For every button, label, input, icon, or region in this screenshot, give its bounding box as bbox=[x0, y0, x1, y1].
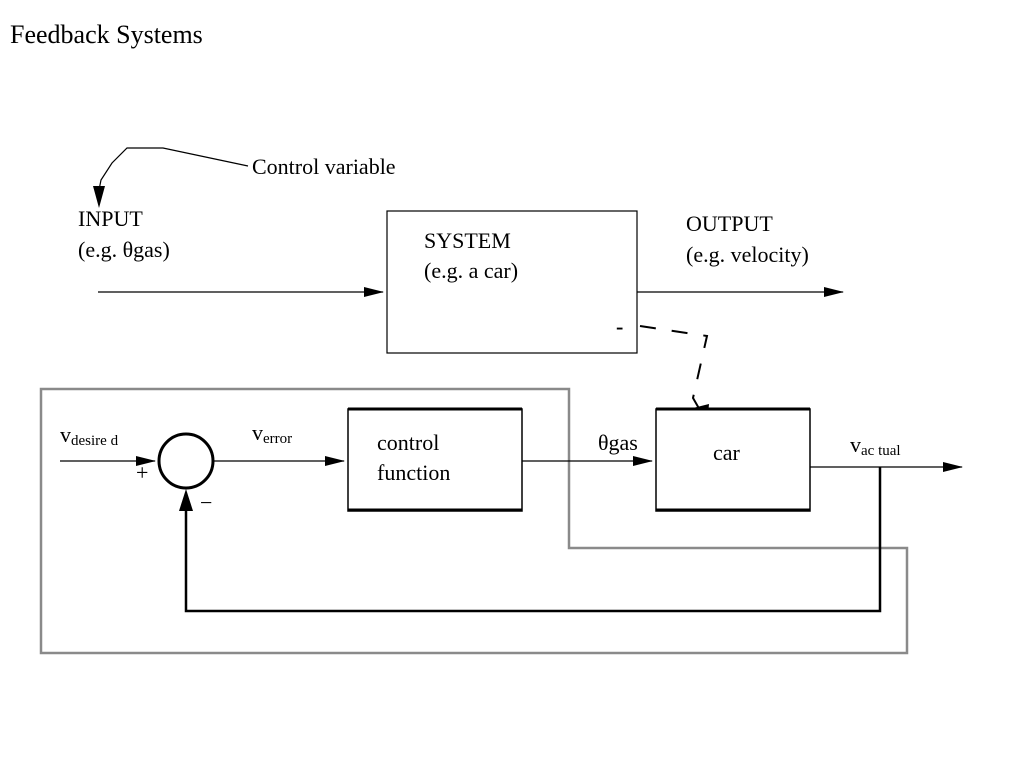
page-title: Feedback Systems bbox=[10, 20, 203, 49]
summing-junction bbox=[157, 432, 215, 490]
control-variable-label: Control variable bbox=[252, 154, 396, 179]
input-label: INPUT bbox=[78, 206, 143, 231]
v-error-label: verror bbox=[252, 420, 292, 447]
feedback-enclosure bbox=[39, 387, 909, 655]
output-example: (e.g. velocity) bbox=[686, 242, 809, 267]
theta-gas-label: θgas bbox=[598, 430, 638, 455]
system-dash-mark: - bbox=[616, 314, 623, 339]
summing-minus-sign: − bbox=[200, 490, 212, 515]
feedback-arrowhead bbox=[179, 489, 193, 511]
control-variable-arrowhead bbox=[93, 186, 105, 208]
control-function-label-line2: function bbox=[377, 460, 450, 485]
output-label: OUTPUT bbox=[686, 211, 773, 236]
system-to-car-dashed-connector bbox=[639, 325, 709, 413]
control-function-label-line1: control bbox=[377, 430, 439, 455]
v-actual-label: vac tual bbox=[850, 432, 901, 459]
control-variable-leader bbox=[98, 147, 249, 191]
v-desired-label: vdesire d bbox=[60, 422, 119, 449]
car-label: car bbox=[713, 440, 741, 465]
system-example: (e.g. a car) bbox=[424, 258, 518, 283]
input-example: (e.g. θgas) bbox=[78, 237, 170, 262]
system-box bbox=[386, 210, 638, 354]
summing-plus-sign: + bbox=[136, 460, 148, 485]
system-label: SYSTEM bbox=[424, 228, 511, 253]
feedback-path bbox=[184, 467, 882, 613]
control-function-box bbox=[347, 408, 523, 512]
